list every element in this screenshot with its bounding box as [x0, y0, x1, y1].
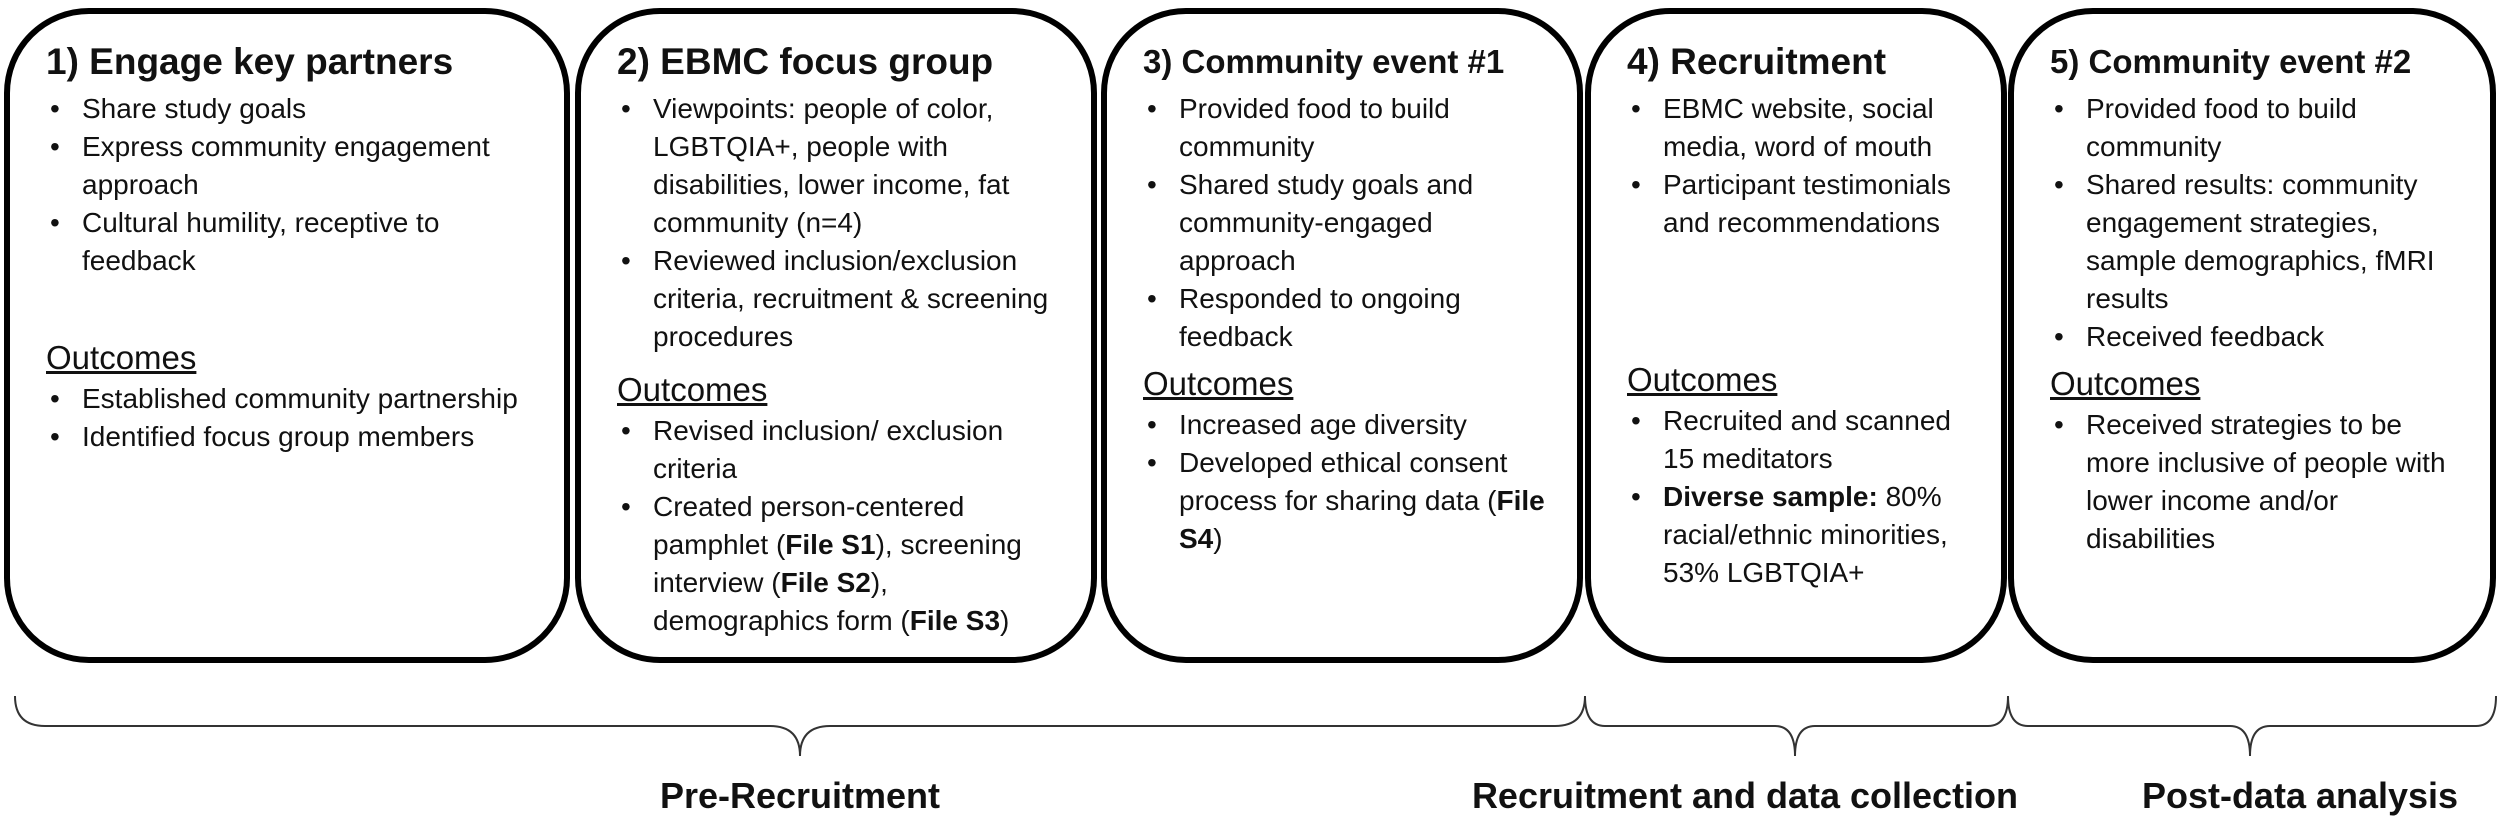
step-title: 4) Recruitment	[1627, 41, 1887, 82]
list-item: Cultural humility, receptive to feedback	[46, 204, 542, 280]
list-item: EBMC website, social media, word of mout…	[1627, 90, 1979, 166]
phase-label-pre-recruitment: Pre-Recruitment	[659, 775, 941, 816]
list-item: Provided food to build community	[2050, 90, 2468, 166]
step-box-focus-group: 2) EBMC focus group Viewpoints: people o…	[575, 8, 1097, 663]
list-item: Participant testimonials and recommendat…	[1627, 166, 1979, 242]
step-title: 3) Community event #1	[1143, 43, 1505, 80]
list-item: Responded to ongoing feedback	[1143, 280, 1555, 356]
step-bullets: Provided food to build community Shared …	[2050, 90, 2468, 356]
step-box-community-event-2: 5) Community event #2 Provided food to b…	[2008, 8, 2496, 663]
list-item: Provided food to build community	[1143, 90, 1555, 166]
list-item: Created person-centered pamphlet (File S…	[617, 488, 1069, 640]
outcomes-heading: Outcomes	[1627, 361, 1778, 398]
step-title: 1) Engage key partners	[46, 41, 454, 82]
brace-pre-recruitment	[14, 695, 1586, 757]
file-reference: File S3	[909, 605, 1001, 636]
phase-label-post-analysis: Post-data analysis	[2141, 775, 2459, 816]
step-title: 2) EBMC focus group	[617, 41, 994, 82]
file-reference: File S1	[785, 529, 876, 560]
step-bullets: EBMC website, social media, word of mout…	[1627, 90, 1979, 242]
outcomes-list: Increased age diversity Developed ethica…	[1143, 406, 1555, 558]
step-bullets: Viewpoints: people of color, LGBTQIA+, p…	[617, 90, 1069, 356]
list-item: Shared study goals and community-engaged…	[1143, 166, 1555, 280]
phase-label-recruitment: Recruitment and data collection	[1471, 775, 2019, 816]
list-item: Express community engagement approach	[46, 128, 542, 204]
list-item: Received strategies to be more inclusive…	[2050, 406, 2468, 558]
step-title: 5) Community event #2	[2050, 43, 2412, 80]
list-item: Identified focus group members	[46, 418, 542, 456]
step-bullets: Provided food to build community Shared …	[1143, 90, 1555, 356]
file-reference: File S4	[1179, 485, 1545, 554]
outcomes-list: Established community partnership Identi…	[46, 380, 542, 456]
step-box-recruitment: 4) Recruitment EBMC website, social medi…	[1585, 8, 2007, 663]
list-item: Increased age diversity	[1143, 406, 1555, 444]
step-box-community-event-1: 3) Community event #1 Provided food to b…	[1101, 8, 1583, 663]
list-item: Established community partnership	[46, 380, 542, 418]
outcomes-list: Recruited and scanned 15 meditators Dive…	[1627, 402, 1979, 592]
outcomes-heading: Outcomes	[617, 371, 768, 408]
list-item: Share study goals	[46, 90, 542, 128]
list-item: Received feedback	[2050, 318, 2468, 356]
list-item: Shared results: community engagement str…	[2050, 166, 2468, 318]
brace-recruitment	[1584, 695, 2009, 757]
outcomes-heading: Outcomes	[46, 339, 197, 376]
file-reference: File S2	[780, 567, 871, 598]
list-item: Revised inclusion/ exclusion criteria	[617, 412, 1069, 488]
list-item: Developed ethical consent process for sh…	[1143, 444, 1555, 558]
list-item: Reviewed inclusion/exclusion criteria, r…	[617, 242, 1069, 356]
list-item: Viewpoints: people of color, LGBTQIA+, p…	[617, 90, 1069, 242]
list-item: Recruited and scanned 15 meditators	[1627, 402, 1979, 478]
brace-post-analysis	[2007, 695, 2497, 757]
outcomes-list: Revised inclusion/ exclusion criteria Cr…	[617, 412, 1069, 640]
highlight-label: Diverse sample:	[1663, 481, 1878, 512]
outcomes-list: Received strategies to be more inclusive…	[2050, 406, 2468, 558]
step-box-engage-partners: 1) Engage key partners Share study goals…	[4, 8, 570, 663]
phase-braces	[14, 695, 2497, 757]
outcomes-heading: Outcomes	[2050, 365, 2201, 402]
step-bullets: Share study goals Express community enga…	[46, 90, 542, 280]
list-item: Diverse sample: 80% racial/ethnic minori…	[1627, 478, 1979, 592]
outcomes-heading: Outcomes	[1143, 365, 1294, 402]
